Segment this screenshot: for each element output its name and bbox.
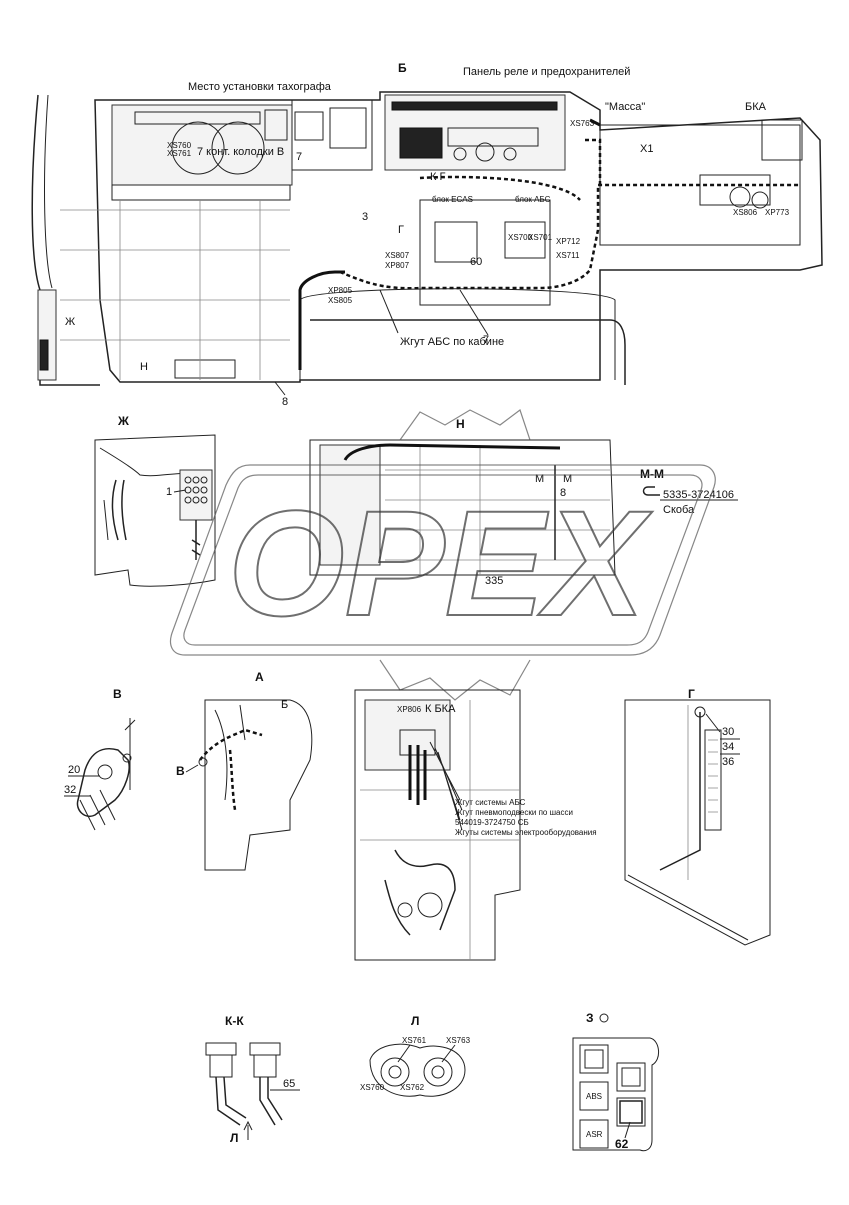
- connector-xs700: XS700: [508, 233, 533, 242]
- connector-xs701: XS701: [528, 233, 553, 242]
- callout-20: 20: [68, 764, 80, 776]
- connector-l-xs761: XS761: [402, 1036, 427, 1045]
- callout-62: 62: [615, 1137, 629, 1151]
- view-a-b-marker: Б: [281, 699, 288, 711]
- connector-xs806: XS806: [733, 208, 758, 217]
- callout-1: 1: [166, 486, 172, 498]
- view-v-label: В: [113, 687, 122, 701]
- view-v: В 20 32: [64, 687, 136, 831]
- massa-label: "Масса": [605, 101, 645, 113]
- connector-l-xs760: XS760: [360, 1083, 385, 1092]
- connector-xp806: XP806: [397, 705, 422, 714]
- connector-l-xs762: XS762: [400, 1083, 425, 1092]
- connector-xs761: XS761: [167, 149, 192, 158]
- view-z-label: З: [586, 1011, 594, 1025]
- view-z: З ABS ASR 62: [572, 1011, 659, 1152]
- button-abs: ABS: [586, 1092, 602, 1101]
- view-n-label: Н: [456, 417, 465, 431]
- abs-block-label: блок АБС: [515, 195, 551, 204]
- ecas-block-label: блок ECAS: [432, 195, 473, 204]
- view-b-label: Б: [398, 61, 407, 75]
- view-mm: М-М 5335-3724106 Скоба: [640, 467, 738, 516]
- callout-g: Г: [398, 224, 404, 236]
- section-m-left: М: [535, 473, 544, 485]
- relay-panel-label: Панель реле и предохранителей: [463, 66, 630, 78]
- view-g: Г 30 34 36: [624, 687, 771, 946]
- view-kk: К-К 65 Л: [205, 1014, 300, 1145]
- view-l-label: Л: [411, 1014, 419, 1028]
- connector-block-9pin: [184, 476, 208, 504]
- part-number-bracket: 5335-3724106: [663, 489, 734, 501]
- view-zh: Ж 1: [94, 414, 216, 587]
- callout-3: 3: [362, 211, 368, 223]
- view-kk-label: К-К: [225, 1014, 244, 1028]
- bka-label: БКА: [745, 101, 767, 113]
- connector-xp805: XP805: [328, 286, 353, 295]
- callout-7b: 7: [483, 334, 489, 346]
- callout-32: 32: [64, 784, 76, 796]
- view-zh-label: Ж: [117, 414, 129, 428]
- view-l: Л XS761 XS763 XS760 XS762: [360, 1014, 471, 1097]
- note-pneumo-harness: Жгут пневмоподвески по шасси: [455, 808, 573, 817]
- part-name-bracket: Скоба: [663, 504, 695, 516]
- connector-xs807: XS807: [385, 251, 410, 260]
- callout-8: 8: [282, 396, 288, 408]
- harness-abs-label: Жгут АБС по кабине: [400, 336, 504, 348]
- callout-zh: Ж: [65, 316, 75, 328]
- k-bka-label: К БКА: [425, 703, 456, 715]
- watermark-text: OPEX: [228, 479, 653, 647]
- connector-xp773: XP773: [765, 208, 790, 217]
- connector-xs760: XS760: [167, 141, 192, 150]
- view-b-dashboard: Б: [31, 61, 823, 408]
- connector-xs805: XS805: [328, 296, 353, 305]
- connector-xs711: XS711: [556, 251, 580, 260]
- view-g-label: Г: [688, 687, 695, 701]
- callout-n: Н: [140, 361, 148, 373]
- tacho-label: Место установки тахографа: [188, 81, 332, 93]
- connector-xs763: XS763: [570, 119, 595, 128]
- connector-xp712: XP712: [556, 237, 581, 246]
- callout-30: 30: [722, 726, 734, 738]
- callout-65: 65: [283, 1078, 295, 1090]
- view-a-label: А: [255, 670, 264, 684]
- view-kk-l-marker: Л: [230, 1131, 238, 1145]
- section-m-right: М: [563, 473, 572, 485]
- view-mm-label: М-М: [640, 467, 664, 481]
- dimension-335: 335: [485, 575, 503, 587]
- connector-l-xs763: XS763: [446, 1036, 471, 1045]
- x1-label: X1: [640, 143, 653, 155]
- callout-34: 34: [722, 741, 734, 753]
- view-k-bka: XP806 К БКА Жгут системы АБС Жгут пневмо…: [354, 689, 597, 961]
- connector-xp807: XP807: [385, 261, 410, 270]
- contacts-label: 7 конт. колодки В: [197, 146, 284, 158]
- kg-label: К Г: [430, 171, 445, 183]
- button-asr: ASR: [586, 1130, 603, 1139]
- note-assembly-number: 544019-3724750 СБ: [455, 818, 529, 827]
- callout-7a: 7: [296, 151, 302, 163]
- callout-n-8: 8: [560, 487, 566, 499]
- callout-60: 60: [470, 256, 482, 268]
- view-a: А Б В: [176, 670, 313, 871]
- callout-36: 36: [722, 756, 734, 768]
- note-electrical-harness: Жгуты системы электрооборудования: [455, 828, 597, 837]
- watermark-logo: OPEX: [169, 409, 716, 701]
- view-a-v-marker: В: [176, 764, 185, 778]
- note-abs-harness: Жгут системы АБС: [455, 798, 526, 807]
